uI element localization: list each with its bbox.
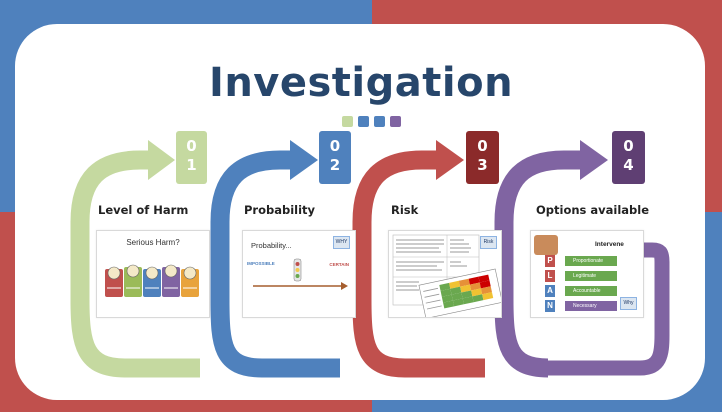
- step-2-number-top: 0: [329, 137, 341, 155]
- thumb-2-right-label: CERTAIN: [329, 262, 349, 267]
- step-3-number-top: 0: [477, 137, 488, 155]
- step-4-thumbnail: Intervene P L A N Proportionate Legitima…: [530, 230, 644, 318]
- title-dot-1: [342, 116, 353, 127]
- step-1-number-top: 0: [186, 137, 197, 155]
- step-2-thumbnail: Probability... WHY IMPOSSIBLE CERTAIN: [242, 230, 356, 318]
- thumb-2-badge: WHY: [333, 236, 350, 249]
- thumb-3-badge: Risk: [480, 236, 497, 249]
- step-3-number-bottom: 3: [477, 156, 488, 174]
- blue-arrowhead: [290, 140, 318, 180]
- step-3-label: Risk: [391, 203, 419, 217]
- thumb-4-heading: Intervene: [595, 241, 624, 248]
- blue-loop-arrow: [210, 150, 292, 378]
- plan-option-accountable: Accountable: [565, 286, 617, 296]
- thumb-1-title: Serious Harm?: [126, 238, 180, 247]
- step-2-label: Probability: [244, 203, 316, 217]
- green-loop-arrow: [70, 150, 150, 378]
- thumb-2-title: Probability...: [251, 241, 292, 250]
- title-dot-3: [374, 116, 385, 127]
- step-1-label: Level of Harm: [98, 203, 189, 217]
- red-arrowhead: [436, 140, 464, 180]
- probability-scale-graphic: [253, 258, 348, 290]
- title-dot-4: [390, 116, 401, 127]
- step-2-number: 0 2: [319, 131, 351, 184]
- harm-scale-graphic: [105, 264, 199, 297]
- step-3-thumbnail: Risk: [388, 230, 502, 318]
- step-4-number-top: 0: [623, 137, 634, 155]
- plan-option-proportionate: Proportionate: [565, 256, 617, 266]
- plan-letter-l: L: [545, 270, 555, 282]
- thumb-4-badge: Why: [620, 297, 637, 310]
- thumb-4-image: [534, 235, 558, 255]
- purple-arrowhead: [580, 140, 608, 180]
- title-dot-2: [358, 116, 369, 127]
- slide-title: Investigation: [208, 60, 514, 106]
- step-2-number-bottom: 2: [329, 156, 341, 174]
- step-4-number: 0 4: [612, 131, 645, 184]
- risk-table-graphic: [392, 234, 501, 317]
- purple-loop-arrow: [494, 150, 582, 378]
- plan-option-legitimate: Legitimate: [565, 271, 617, 281]
- plan-letter-p: P: [545, 255, 555, 267]
- step-4-number-bottom: 4: [623, 156, 634, 174]
- thumb-2-left-label: IMPOSSIBLE: [247, 261, 275, 266]
- red-loop-arrow: [352, 150, 438, 378]
- green-arrowhead: [148, 140, 175, 180]
- step-3-number: 0 3: [466, 131, 499, 184]
- step-4-label: Options available: [536, 203, 650, 217]
- step-1-number: 0 1: [176, 131, 207, 184]
- plan-letter-a: A: [545, 285, 555, 297]
- plan-option-necessary: Necessary: [565, 301, 617, 311]
- purple-loop-connector: [548, 242, 670, 376]
- step-1-thumbnail: Serious Harm?: [96, 230, 210, 318]
- plan-letter-n: N: [545, 300, 555, 312]
- step-1-number-bottom: 1: [186, 156, 197, 174]
